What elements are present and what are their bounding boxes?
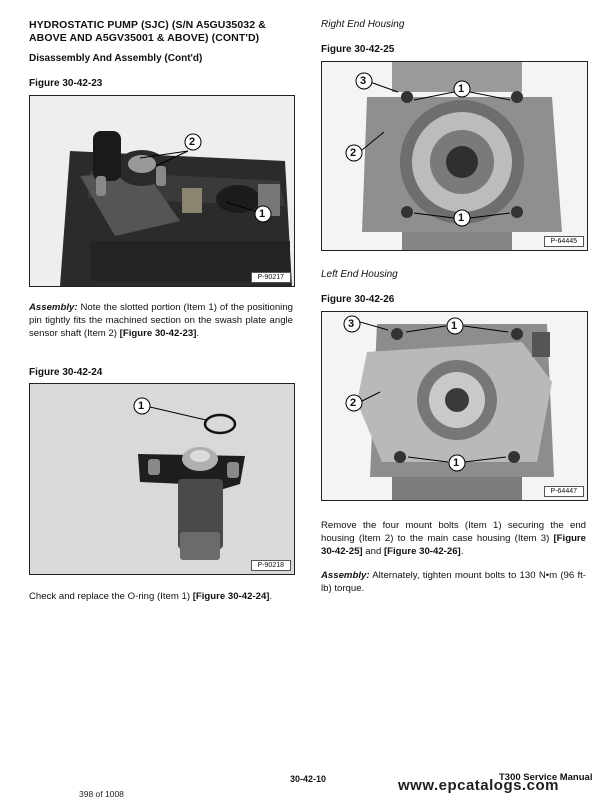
manual-title: T300 Service Manual [499, 772, 593, 783]
figure-photo-24: 1 P-90218 [29, 383, 295, 575]
callout-1: 1 [259, 208, 266, 220]
photo-code: P-90217 [250, 272, 291, 283]
callout-1: 1 [458, 212, 465, 224]
subsection-heading: Disassembly And Assembly (Cont'd) [29, 53, 203, 64]
photo-code: P-90218 [250, 560, 291, 571]
photo-code: P-64445 [543, 236, 584, 247]
figure-caption-23: Figure 30-42-23 [29, 78, 103, 89]
figure-photo-25: 3 1 2 1 P-64445 [321, 61, 588, 251]
callout-3: 3 [360, 75, 367, 87]
right-end-housing-label: Right End Housing [321, 19, 405, 30]
assembly-note-23: Assembly: Note the slotted portion (Item… [29, 302, 293, 339]
watermark: www.epcatalogs.com [398, 777, 559, 794]
figure-caption-26: Figure 30-42-26 [321, 294, 395, 305]
callout-2: 2 [350, 397, 357, 409]
figure-photo-23: 2 1 P-90217 [29, 95, 295, 287]
page-code: 30-42-10 [290, 774, 327, 784]
left-end-housing-label: Left End Housing [321, 269, 398, 280]
callout-3: 3 [348, 318, 355, 330]
figure-caption-24: Figure 30-42-24 [29, 367, 103, 378]
photo-code: P-64447 [543, 486, 584, 497]
callout-1: 1 [138, 400, 145, 412]
callout-2: 2 [350, 147, 357, 159]
removal-instruction: Remove the four mount bolts (Item 1) sec… [321, 520, 586, 557]
callout-1: 1 [458, 83, 465, 95]
figure-photo-26: 3 1 2 1 P-64447 [321, 311, 588, 501]
page-count: 398 of 1008 [79, 789, 124, 799]
callout-1: 1 [453, 457, 460, 469]
figure-caption-25: Figure 30-42-25 [321, 44, 395, 55]
callout-2: 2 [189, 136, 196, 148]
section-heading: HYDROSTATIC PUMP (SJC) (S/N A5GU35032 & … [29, 19, 266, 44]
callout-1: 1 [451, 320, 458, 332]
torque-note: Assembly: Alternately, tighten mount bol… [321, 570, 586, 594]
oring-note: Check and replace the O-ring (Item 1) [F… [29, 591, 273, 602]
